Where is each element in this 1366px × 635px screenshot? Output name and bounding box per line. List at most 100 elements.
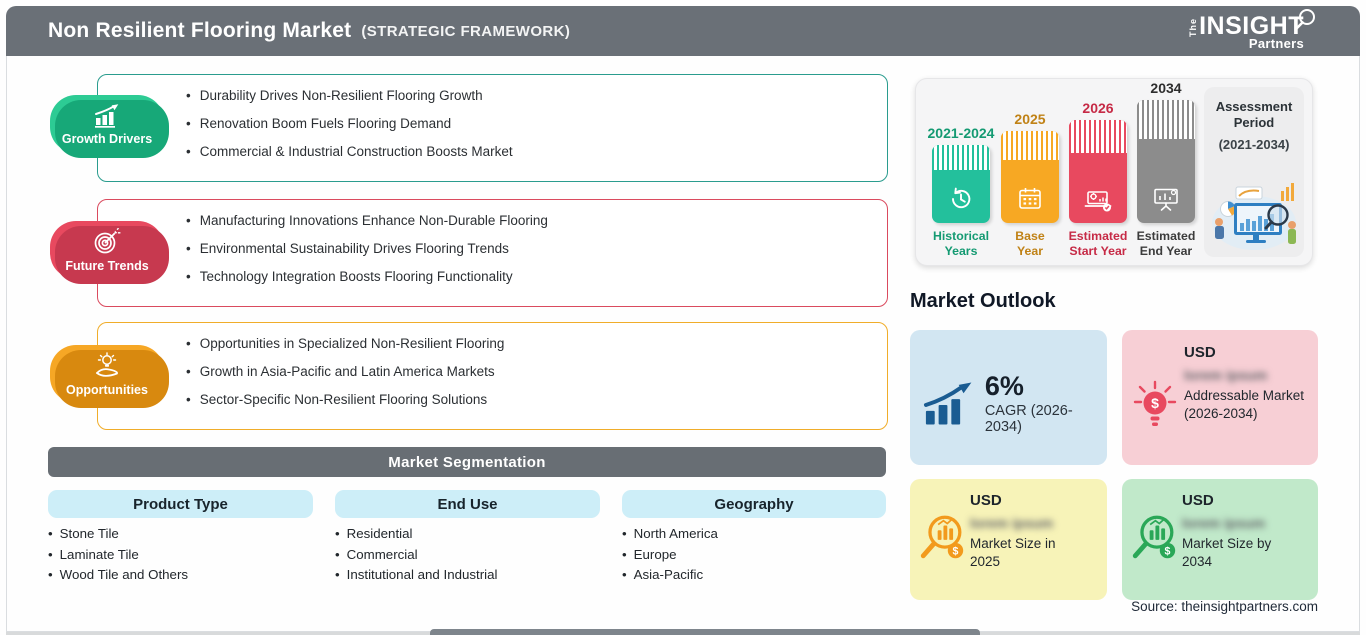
source-attribution: Source: theinsightpartners.com [1131,599,1318,614]
masked-value: lorem ipsum [970,515,1054,531]
bar-stripes [1001,131,1059,161]
badge-label: Future Trends [65,258,149,273]
svg-text:$: $ [1165,546,1171,558]
logo-main: INSIGHT Partners [1199,9,1315,51]
future-trends-badge: Future Trends [50,221,164,279]
market-segmentation-header: Market Segmentation [48,447,886,477]
market-size-2034-card: $ USD lorem ipsum Market Size by 2034 [1122,479,1318,600]
card-label: Market Size in 2025 [970,536,1056,569]
estimated-start-year-bar [1069,120,1127,223]
list-item: Residential [335,524,497,545]
svg-text:$: $ [953,546,959,558]
magnifier-lens-icon [1294,9,1315,31]
column-header-label: Product Type [133,495,228,513]
forecast-timeline-card: 2021-2024 2025 2026 2034 [915,78,1313,266]
idea-bulb-hand-icon [96,351,118,377]
growth-chart-icon [95,103,119,128]
geography-items: North America Europe Asia-Pacific [622,524,718,586]
bulb-dollar-icon: $ [1133,380,1177,426]
bar-stripes [1069,120,1127,153]
list-item: Sector-Specific Non-Resilient Flooring S… [186,392,871,407]
opportunities-list: Opportunities in Specialized Non-Resilie… [98,323,887,407]
logo-partners-text: Partners [1248,36,1304,51]
masked-value: lorem ipsum [1184,367,1268,383]
laptop-gear-icon [1084,191,1112,212]
list-item: Commercial & Industrial Construction Boo… [186,144,871,159]
market-size-2025-card: $ USD lorem ipsum Market Size in 2025 [910,479,1107,600]
base-year-value: 2025 [1014,111,1046,127]
presentation-chart-icon [1154,188,1178,211]
column-header-label: End Use [437,495,498,513]
badge-label: Growth Drivers [61,131,153,146]
logo-the-text: The [1188,18,1199,38]
magnifier-chart-icon: $ [1132,515,1176,559]
cagr-value: 6% [984,371,1024,401]
opportunities-badge: Opportunities [50,345,164,403]
card-label: Addressable Market (2026-2034) [1184,388,1305,421]
list-item: Opportunities in Specialized Non-Resilie… [186,336,871,351]
list-item: Europe [622,545,718,566]
growth-chart-icon [923,381,972,425]
segment-column-header-product-type: Product Type [48,490,313,518]
list-item: Environmental Sustainability Drives Floo… [186,241,871,256]
cagr-card: 6% CAGR (2026-2034) [910,330,1107,465]
future-trends-panel: Manufacturing Innovations Enhance Non-Du… [97,199,888,307]
market-outlook-title: Market Outlook [910,290,1056,312]
badge-label: Opportunities [66,382,148,397]
list-item: Growth in Asia-Pacific and Latin America… [186,364,871,379]
page-title: Non Resilient Flooring Market [48,19,352,42]
svg-text:$: $ [1151,395,1159,411]
list-item: Stone Tile [48,524,188,545]
addressable-market-card: $ USD lorem ipsum Addressable Market (20… [1122,330,1318,465]
header-bar: Non Resilient Flooring Market (STRATEGIC… [6,6,1360,56]
segment-column-header-geography: Geography [622,490,886,518]
segment-column-header-end-use: End Use [335,490,600,518]
logo-insight-text: INSIGHT [1199,12,1304,40]
list-item: Manufacturing Innovations Enhance Non-Du… [186,213,871,228]
list-item: Asia-Pacific [622,565,718,586]
list-item: Laminate Tile [48,545,188,566]
currency-label: USD [1182,492,1214,509]
end-use-items: Residential Commercial Institutional and… [335,524,498,586]
estimated-end-year-bar [1137,100,1195,223]
magnifier-chart-icon: $ [920,515,964,559]
insight-partners-logo: The INSIGHT Partners [1188,9,1315,51]
historical-years-value: 2021-2024 [927,125,995,141]
assessment-period-panel: Assessment Period (2021-2034) [1204,87,1304,257]
segmentation-title: Market Segmentation [388,453,546,471]
currency-label: USD [1184,344,1216,361]
list-item: Commercial [335,545,497,566]
list-item: Durability Drives Non-Resilient Flooring… [186,88,871,103]
historical-years-bar [932,145,990,223]
target-dart-icon [94,227,121,253]
list-item: Renovation Boom Fuels Flooring Demand [186,116,871,131]
product-type-items: Stone Tile Laminate Tile Wood Tile and O… [48,524,188,586]
opportunities-panel: Opportunities in Specialized Non-Resilie… [97,322,888,430]
assessment-period-title: Assessment Period [1215,99,1293,130]
future-trends-list: Manufacturing Innovations Enhance Non-Du… [98,200,887,284]
page-subtitle: (STRATEGIC FRAMEWORK) [361,22,571,40]
list-item: Institutional and Industrial [335,565,498,586]
cagr-label: CAGR (2026-2034) [984,403,1073,435]
bar-stripes [932,145,990,170]
list-item: Technology Integration Boosts Flooring F… [186,269,871,284]
list-item: North America [622,524,718,545]
column-header-label: Geography [714,495,794,513]
estimated-end-year-value: 2034 [1150,80,1182,96]
analytics-illustration [1212,183,1296,250]
growth-drivers-badge: Growth Drivers [50,95,164,153]
base-year-bar [1001,131,1059,223]
history-clock-icon [952,187,971,209]
estimated-start-year-value: 2026 [1082,100,1114,116]
bottom-bar [430,629,980,635]
masked-value: lorem ipsum [1182,515,1266,531]
currency-label: USD [970,492,1002,509]
list-item: Wood Tile and Others [48,565,188,586]
card-label: Market Size by 2034 [1182,536,1272,569]
calendar-icon [1019,188,1041,209]
